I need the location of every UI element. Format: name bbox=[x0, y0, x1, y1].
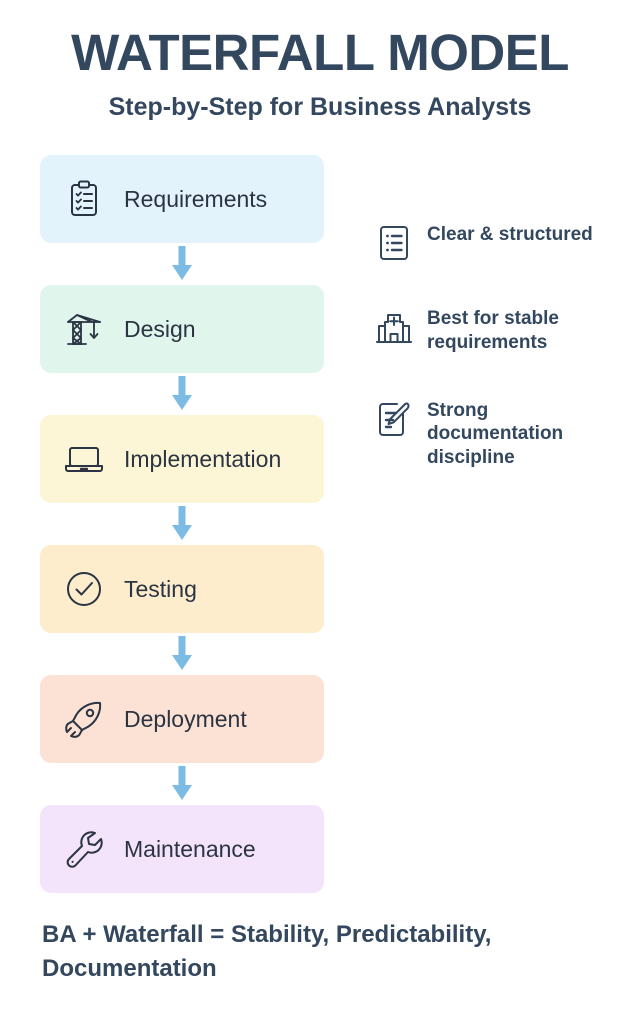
step-requirements[interactable]: Requirements bbox=[40, 155, 324, 244]
waterfall-step-list: Requirements bbox=[40, 155, 324, 894]
crane-icon bbox=[62, 307, 106, 351]
step-label: Implementation bbox=[124, 445, 282, 472]
step-label: Deployment bbox=[124, 705, 247, 732]
benefit-list: Clear & structured Best for stable requi… bbox=[375, 223, 625, 514]
step-implementation[interactable]: Implementation bbox=[40, 415, 324, 504]
step-label: Design bbox=[124, 315, 196, 342]
step-deployment[interactable]: Deployment bbox=[40, 675, 324, 764]
footer-summary: BA + Waterfall = Stability, Predictabili… bbox=[42, 921, 492, 983]
page-subtitle: Step-by-Step for Business Analysts bbox=[108, 92, 532, 121]
benefit-documentation-discipline: Strong documentation discipline bbox=[375, 399, 625, 470]
wrench-icon bbox=[62, 827, 106, 871]
step-label: Maintenance bbox=[124, 835, 256, 862]
step-testing[interactable]: Testing bbox=[40, 545, 324, 634]
benefit-stable-requirements: Best for stable requirements bbox=[375, 307, 625, 355]
step-label: Requirements bbox=[124, 185, 268, 212]
benefit-label: Best for stable requirements bbox=[427, 308, 559, 353]
arrow-down-icon-5 bbox=[40, 763, 324, 805]
step-label: Testing bbox=[124, 575, 197, 602]
main-content: Requirements bbox=[0, 155, 640, 894]
clipboard-checklist-icon bbox=[62, 177, 106, 221]
benefit-label: Clear & structured bbox=[427, 224, 593, 246]
benefit-label: Strong documentation discipline bbox=[427, 399, 564, 469]
arrow-down-icon-2 bbox=[40, 373, 324, 415]
page-title: WATERFALL MODEL bbox=[71, 24, 569, 81]
header: WATERFALL MODEL Step-by-Step for Busines… bbox=[0, 0, 640, 121]
check-circle-icon bbox=[62, 567, 106, 611]
arrow-down-icon-4 bbox=[40, 633, 324, 675]
arrow-down-icon-3 bbox=[40, 503, 324, 545]
benefit-clear-structured: Clear & structured bbox=[375, 223, 625, 263]
step-maintenance[interactable]: Maintenance bbox=[40, 805, 324, 894]
laptop-icon bbox=[62, 437, 106, 481]
rocket-icon bbox=[62, 697, 106, 741]
document-edit-icon bbox=[375, 401, 413, 439]
step-design[interactable]: Design bbox=[40, 285, 324, 374]
hospital-building-icon bbox=[375, 309, 413, 347]
document-list-icon bbox=[375, 225, 413, 263]
arrow-down-icon-1 bbox=[40, 243, 324, 285]
